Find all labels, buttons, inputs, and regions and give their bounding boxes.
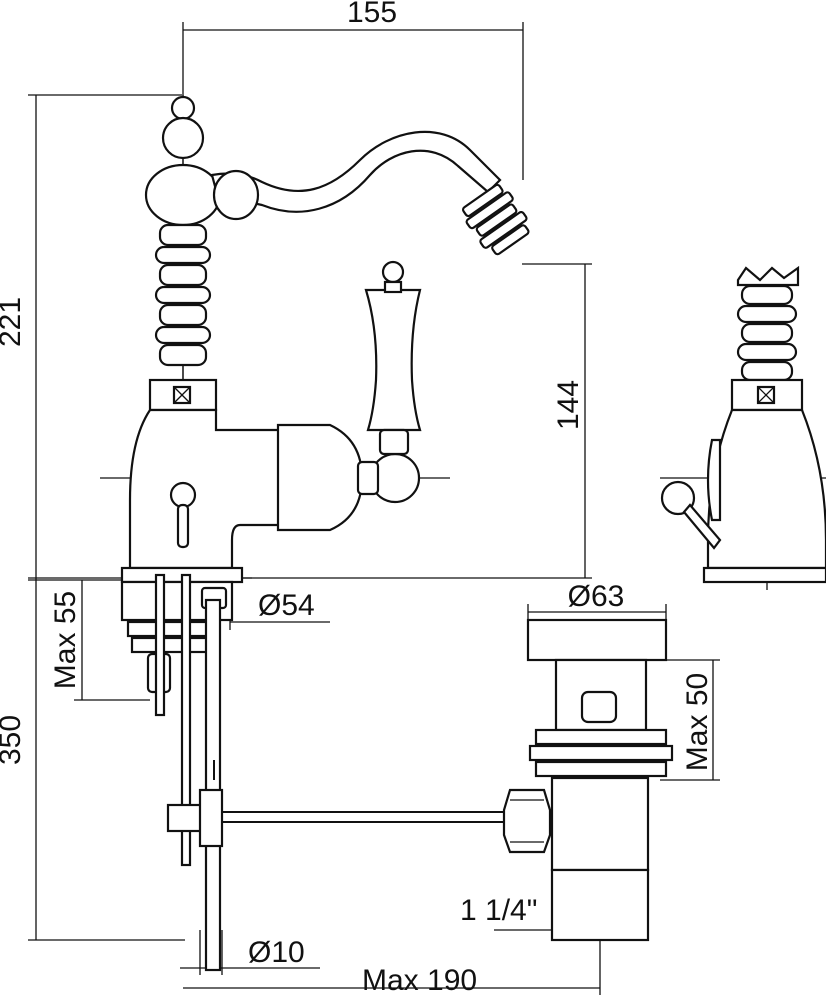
faucet-front-view: [120, 95, 530, 584]
dim-350: 350: [0, 715, 27, 765]
dim-diameter-54: Ø54: [258, 589, 315, 622]
dim-221: 221: [0, 297, 27, 347]
dim-155: 155: [347, 0, 397, 29]
mounting-assembly: [120, 573, 520, 972]
dim-max-55: Max 55: [49, 591, 82, 689]
dim-max-50: Max 50: [681, 673, 714, 771]
dimension-labels: 155 221 144 Ø54 Max 55 350 Ø63 Max 50 1 …: [0, 0, 714, 997]
dim-max-190: Max 190: [362, 964, 477, 997]
dim-thread: 1 1/4": [460, 894, 537, 927]
dim-144: 144: [552, 380, 585, 430]
faucet-side-view: [660, 265, 826, 584]
dim-diameter-10: Ø10: [248, 936, 305, 969]
dim-diameter-63: Ø63: [568, 580, 625, 613]
waste-assembly: [502, 618, 674, 942]
